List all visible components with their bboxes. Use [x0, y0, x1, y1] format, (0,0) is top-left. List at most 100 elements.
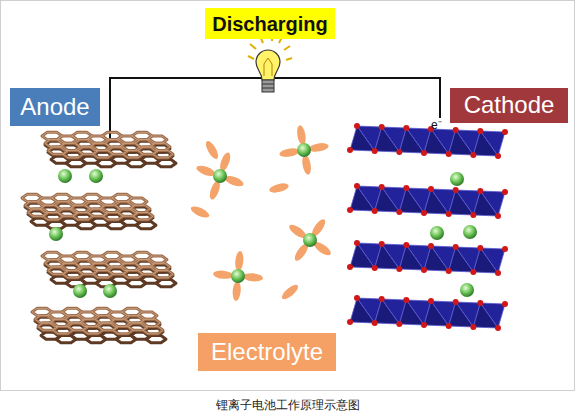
- lithium-ion: [450, 172, 464, 186]
- electron-symbol: e⁻: [431, 116, 442, 133]
- graphite-hexagon: [130, 205, 150, 212]
- bulb-base: [262, 80, 274, 92]
- node-text: Anode: [20, 94, 89, 120]
- graphite-stack: [32, 308, 166, 342]
- process-state-box: Discharging: [205, 8, 335, 39]
- lithium-ion: [73, 284, 87, 298]
- oxygen-atom: [421, 210, 427, 216]
- octahedron-face: [375, 127, 400, 152]
- octahedron-face: [449, 130, 474, 155]
- graphite-hexagon: [156, 280, 176, 287]
- octahedron-face: [350, 126, 375, 151]
- solvent-molecule: [308, 142, 329, 153]
- graphite-hexagon: [146, 336, 166, 343]
- solvated-ion: [287, 217, 333, 263]
- octahedron-face: [424, 129, 449, 154]
- oxygen-atom: [354, 183, 360, 189]
- oxygen-atom: [396, 149, 402, 155]
- octahedron-face: [449, 302, 474, 327]
- octahedron-face: [424, 189, 449, 214]
- octahedron-face: [424, 301, 449, 326]
- solvent-molecule: [301, 154, 312, 175]
- oxygen-atom: [502, 189, 508, 195]
- oxygen-atom: [354, 240, 360, 246]
- lithium-ion: [303, 233, 317, 247]
- oxygen-atom: [347, 319, 353, 325]
- lithium-ion: [430, 226, 444, 240]
- oxygen-atom: [372, 148, 378, 154]
- lithium-ion: [213, 169, 227, 183]
- solvent-molecule: [232, 281, 242, 302]
- oxygen-atom: [446, 151, 452, 157]
- oxygen-atom: [502, 246, 508, 252]
- solvated-ion: [213, 251, 264, 302]
- graphite-stack: [42, 132, 176, 166]
- oxygen-atom: [372, 320, 378, 326]
- layered-cathode: [347, 123, 508, 331]
- lithium-ion: [103, 284, 117, 298]
- oxygen-atom: [347, 207, 353, 213]
- octahedron-face: [399, 188, 424, 213]
- oxygen-atom: [495, 153, 501, 159]
- oxygen-atom: [446, 268, 452, 274]
- oxygen-atom: [453, 299, 459, 305]
- solvent-molecule: [296, 125, 307, 146]
- octahedron-face: [375, 187, 400, 212]
- oxygen-atom: [396, 266, 402, 272]
- octahedron-face: [350, 298, 375, 323]
- lithium-ion: [463, 225, 477, 239]
- graphite-hexagon: [143, 327, 163, 334]
- graphite-hexagon: [153, 151, 173, 158]
- octahedron-face: [449, 190, 474, 215]
- oxygen-atom: [379, 296, 385, 302]
- oxygen-atom: [470, 324, 476, 330]
- solvent-molecule: [279, 147, 300, 158]
- oxygen-atom: [470, 269, 476, 275]
- oxygen-atom: [453, 244, 459, 250]
- oxygen-atom: [495, 325, 501, 331]
- lithium-ion: [297, 143, 311, 157]
- oxygen-atom: [502, 301, 508, 307]
- bulb-glass: [256, 50, 280, 80]
- electrode-label-box: Cathode: [450, 88, 568, 123]
- graphite-hexagon: [153, 271, 173, 278]
- graphite-hexagon: [133, 213, 153, 220]
- light-ray: [248, 56, 254, 59]
- oxygen-atom: [379, 184, 385, 190]
- figure-caption: 锂离子电池工作原理示意图: [0, 397, 575, 414]
- lithium-ion: [58, 169, 72, 183]
- lithium-ion: [460, 283, 474, 297]
- octahedron-face: [449, 247, 474, 272]
- oxygen-atom: [428, 186, 434, 192]
- octahedron-face: [375, 244, 400, 269]
- oxygen-atom: [421, 322, 427, 328]
- bulb-thread: [262, 84, 274, 85]
- solvent-molecule: [280, 283, 300, 302]
- lithium-ion: [49, 227, 63, 241]
- octahedron-face: [350, 243, 375, 268]
- oxide-layer: [347, 123, 508, 159]
- oxygen-atom: [495, 213, 501, 219]
- octahedron-face: [399, 300, 424, 325]
- octahedron-face: [473, 131, 498, 156]
- oxygen-atom: [477, 245, 483, 251]
- oxygen-atom: [421, 150, 427, 156]
- oxygen-atom: [495, 270, 501, 276]
- oxygen-atom: [347, 264, 353, 270]
- oxide-layer: [347, 240, 508, 276]
- electrode-label-box: Anode: [10, 88, 100, 126]
- graphite-hexagon: [133, 213, 153, 220]
- octahedron-face: [424, 246, 449, 271]
- octahedron-face: [473, 303, 498, 328]
- electrolyte-region: [189, 125, 333, 302]
- graphite-hexagon: [156, 160, 176, 167]
- bulb-filament: [264, 58, 272, 76]
- electrolyte-label-box: Electrolyte: [198, 333, 336, 371]
- oxygen-atom: [403, 185, 409, 191]
- graphite-hexagon: [153, 271, 173, 278]
- light-ray: [250, 44, 256, 49]
- oxygen-atom: [379, 124, 385, 130]
- picture-frame: [1, 1, 575, 391]
- oxygen-atom: [403, 297, 409, 303]
